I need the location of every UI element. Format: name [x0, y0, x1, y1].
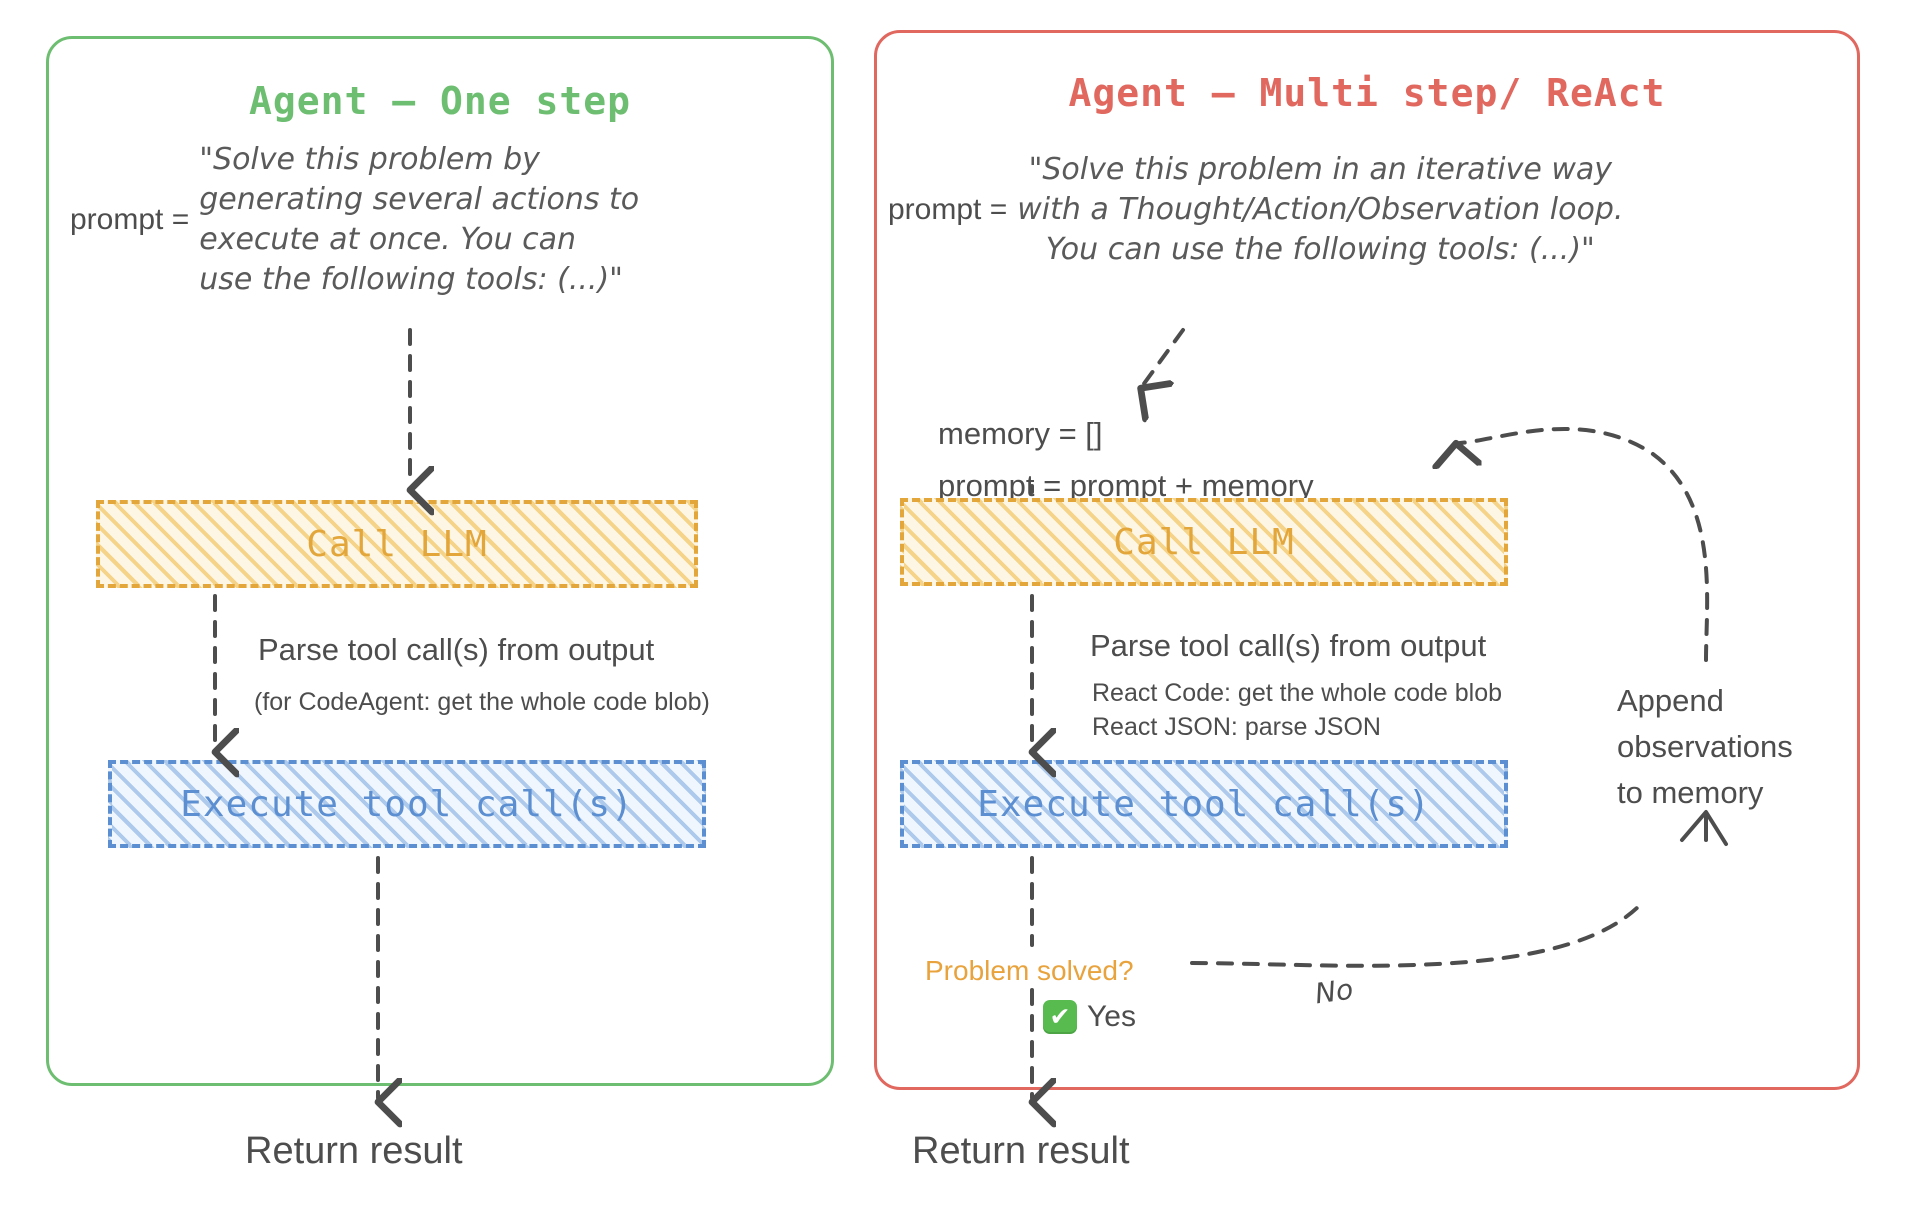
- right-prompt-label: prompt =: [888, 193, 1008, 226]
- left-prompt-label: prompt =: [70, 203, 190, 236]
- left-parse-label: Parse tool call(s) from output: [258, 632, 655, 667]
- left-prompt-block: prompt = "Solve this problem by generati…: [70, 140, 760, 300]
- panel-one-step: Agent — One step: [46, 36, 834, 1086]
- left-prompt-text: "Solve this problem by generating severa…: [199, 142, 640, 297]
- right-parse-sublabel: React Code: get the whole code blob Reac…: [1092, 679, 1502, 741]
- panel-one-step-title: Agent — One step: [248, 79, 632, 123]
- yes-label: Yes: [1087, 1000, 1136, 1033]
- right-call-llm-box[interactable]: Call LLM: [900, 498, 1508, 586]
- left-call-llm-box[interactable]: Call LLM: [96, 500, 698, 588]
- problem-solved-question: Problem solved?: [925, 955, 1134, 986]
- panel-multi-step-react-title: Agent — Multi step/ ReAct: [1068, 71, 1666, 115]
- no-label: No: [1312, 972, 1356, 1011]
- left-parse-sublabel: (for CodeAgent: get the whole code blob): [254, 688, 710, 716]
- right-parse-label: Parse tool call(s) from output: [1090, 628, 1487, 663]
- yes-branch: ✔ Yes: [1043, 1000, 1136, 1034]
- left-execute-tool-calls-box[interactable]: Execute tool call(s): [108, 760, 706, 848]
- right-execute-tool-calls-box[interactable]: Execute tool call(s): [900, 760, 1508, 848]
- right-prompt-block: prompt = "Solve this problem in an itera…: [888, 150, 1868, 270]
- left-return-result-label: Return result: [245, 1130, 463, 1172]
- right-memory-lines: memory = [] prompt = prompt + memory: [938, 416, 1314, 503]
- right-prompt-text: "Solve this problem in an iterative way …: [1017, 152, 1624, 267]
- right-return-result-label: Return result: [912, 1130, 1130, 1172]
- right-append-observations-label: Append observations to memory: [1617, 683, 1793, 810]
- left-execute-tool-calls-label: Execute tool call(s): [180, 783, 634, 825]
- check-mark-icon: ✔: [1043, 1000, 1077, 1034]
- right-execute-tool-calls-label: Execute tool call(s): [977, 783, 1431, 825]
- left-call-llm-label: Call LLM: [306, 523, 488, 565]
- right-call-llm-label: Call LLM: [1113, 521, 1295, 563]
- panel-multi-step-react: Agent — Multi step/ ReAct: [874, 30, 1860, 1090]
